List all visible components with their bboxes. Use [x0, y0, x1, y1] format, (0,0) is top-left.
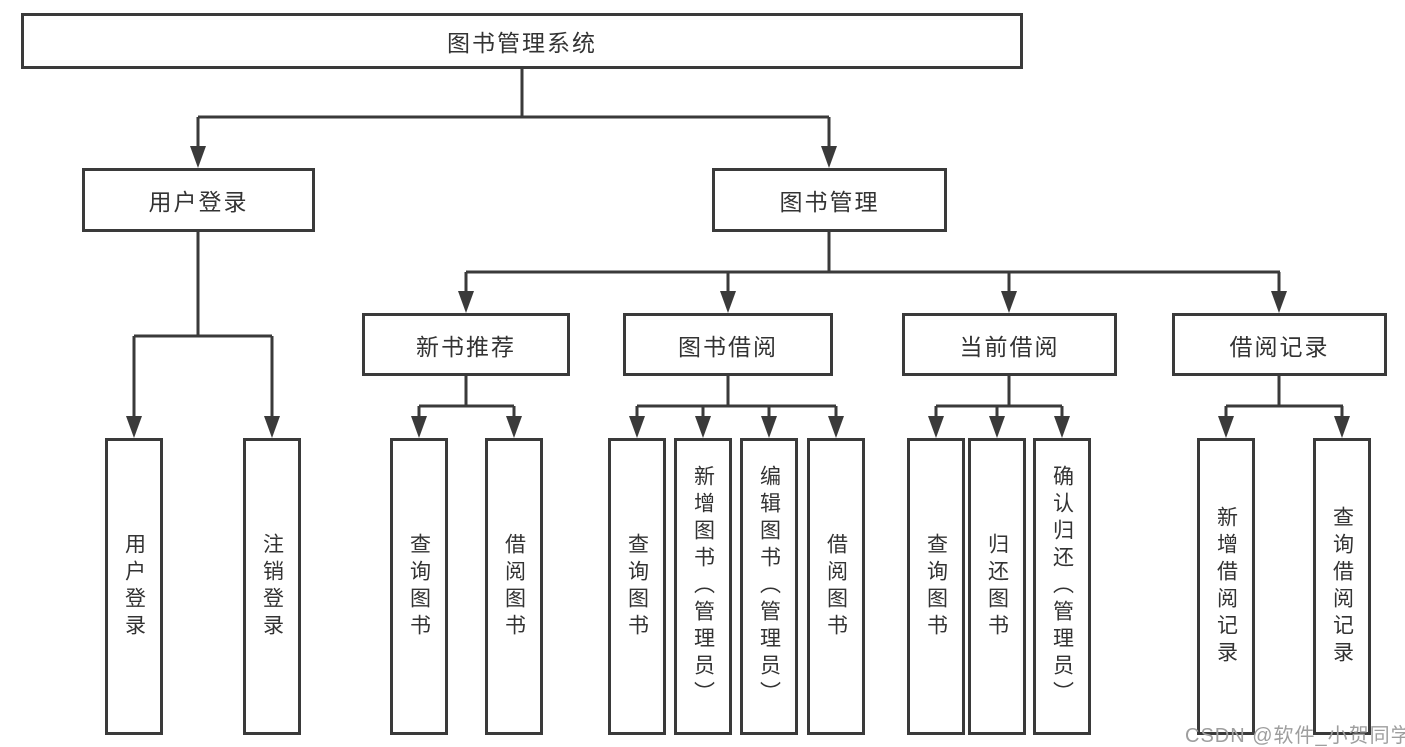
leaf-borrow-books-recommend: 借阅图书	[485, 438, 543, 735]
leaf-user-login: 用户登录	[105, 438, 163, 735]
node-book-borrowing: 图书借阅	[623, 313, 833, 376]
leaf-confirm-return-admin: 确认归还（管理员）	[1033, 438, 1091, 735]
leaf-query-books-borrowing: 查询图书	[608, 438, 666, 735]
node-library-system: 图书管理系统	[21, 13, 1023, 69]
leaf-logout: 注销登录	[243, 438, 301, 735]
node-user-login: 用户登录	[82, 168, 315, 232]
leaf-query-books-current: 查询图书	[907, 438, 965, 735]
node-current-borrowing: 当前借阅	[902, 313, 1117, 376]
leaf-borrow-books-borrowing: 借阅图书	[807, 438, 865, 735]
leaf-return-books: 归还图书	[968, 438, 1026, 735]
leaf-query-borrow-record: 查询借阅记录	[1313, 438, 1371, 735]
leaf-edit-books-admin: 编辑图书（管理员）	[740, 438, 798, 735]
node-new-book-recommend: 新书推荐	[362, 313, 570, 376]
leaf-add-borrow-record: 新增借阅记录	[1197, 438, 1255, 735]
node-book-management: 图书管理	[712, 168, 947, 232]
leaf-query-books-recommend: 查询图书	[390, 438, 448, 735]
leaf-add-books-admin: 新增图书（管理员）	[674, 438, 732, 735]
csdn-watermark: CSDN @软件_小贺同学	[1185, 725, 1405, 747]
node-borrowing-records: 借阅记录	[1172, 313, 1387, 376]
